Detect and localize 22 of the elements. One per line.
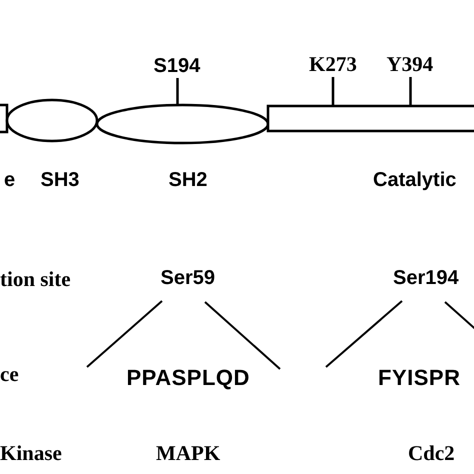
site-label: Y394 <box>386 54 434 75</box>
sequence-text: PPASPLQD <box>126 367 250 389</box>
domain-label: Catalytic <box>373 170 456 190</box>
sequence-text: FYISPR <box>378 367 460 389</box>
kinase-label: Cdc2 <box>408 443 455 464</box>
leader-line <box>176 78 179 106</box>
domain-label: e <box>4 170 16 190</box>
domain-box <box>0 104 8 134</box>
row-label: Kinase <box>0 443 62 464</box>
site-label: S194 <box>154 56 200 76</box>
leader-line <box>332 77 334 106</box>
domain-label: SH2 <box>168 170 208 190</box>
domain-label: SH3 <box>40 170 80 190</box>
kinase-label: MAPK <box>156 443 220 464</box>
site-label: Ser59 <box>160 268 215 288</box>
domain-ellipse <box>96 104 270 144</box>
site-label: Ser194 <box>393 268 459 288</box>
domain-box <box>266 104 474 132</box>
site-label: K273 <box>309 54 357 75</box>
leader-line <box>409 77 412 106</box>
row-label: tion site <box>0 269 71 290</box>
row-label: ce <box>0 364 19 385</box>
